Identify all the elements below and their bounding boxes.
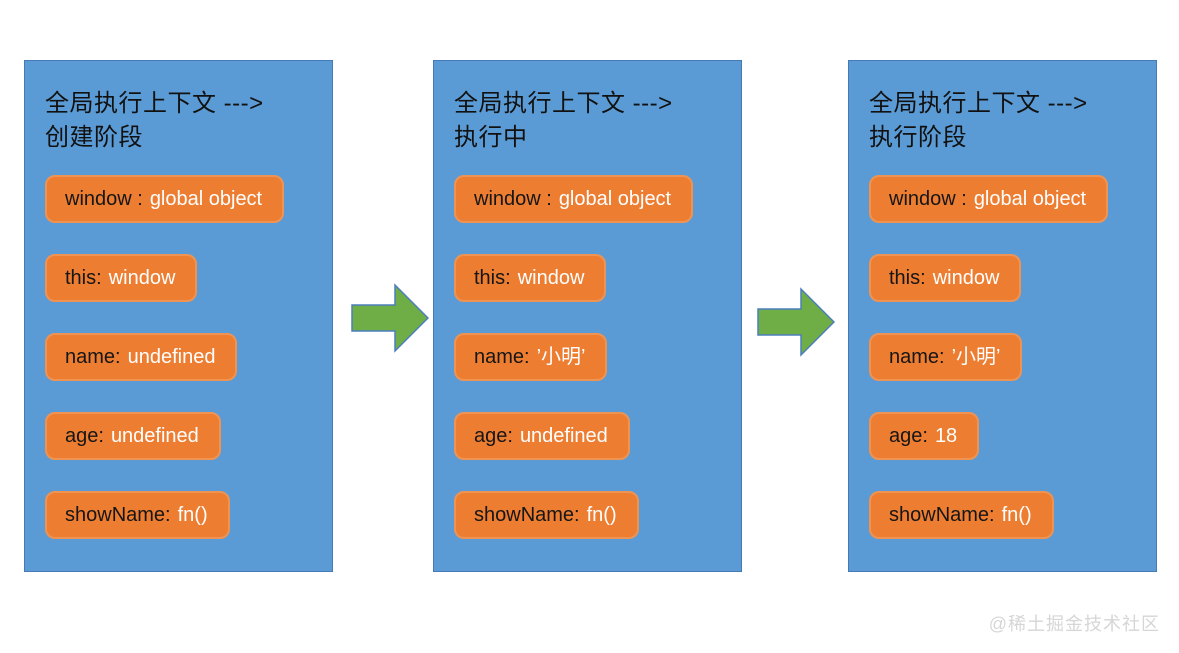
var-box-this: this: window	[454, 254, 607, 302]
var-value: undefined	[127, 346, 216, 368]
panel-execution-phase: 全局执行上下文 ---> 执行阶段 window : global object …	[848, 60, 1157, 572]
watermark: @稀土掘金技术社区	[988, 614, 1160, 634]
var-value: global object	[149, 188, 263, 210]
var-value: fn()	[177, 504, 208, 526]
panel-title-line2: 执行阶段	[869, 124, 967, 151]
var-label: name:	[889, 346, 945, 368]
var-value: undefined	[110, 425, 199, 447]
var-box-age: age: undefined	[45, 412, 221, 460]
var-value: ’小明’	[536, 346, 586, 368]
var-box-this: this: window	[45, 254, 198, 302]
var-box-age: age: 18	[869, 412, 980, 460]
panel-title: 全局执行上下文 ---> 创建阶段	[45, 87, 314, 155]
var-label: window :	[65, 188, 143, 210]
var-value: fn()	[586, 504, 617, 526]
var-value: fn()	[1001, 504, 1032, 526]
panel-title: 全局执行上下文 ---> 执行阶段	[869, 87, 1138, 155]
var-label: window :	[474, 188, 552, 210]
var-value: window	[108, 267, 176, 289]
variable-box-list: window : global object this: window name: ’…	[869, 175, 1138, 539]
panel-title-line2: 执行中	[454, 124, 528, 151]
panel-title: 全局执行上下文 ---> 执行中	[454, 87, 723, 155]
var-label: age:	[474, 425, 513, 447]
var-value: ’小明’	[951, 346, 1001, 368]
panel-creation-phase: 全局执行上下文 ---> 创建阶段 window : global object …	[24, 60, 333, 572]
var-value: window	[517, 267, 585, 289]
variable-box-list: window : global object this: window name: ’…	[454, 175, 723, 539]
var-box-name: name: ’小明’	[454, 333, 608, 381]
var-value: global object	[973, 188, 1087, 210]
var-box-showname: showName: fn()	[869, 491, 1054, 539]
var-value: 18	[934, 425, 958, 447]
var-label: showName:	[474, 504, 580, 526]
var-box-name: name: ’小明’	[869, 333, 1023, 381]
var-box-window: window : global object	[869, 175, 1109, 223]
var-box-this: this: window	[869, 254, 1022, 302]
arrow-right-icon	[757, 287, 835, 357]
var-box-showname: showName: fn()	[454, 491, 639, 539]
var-label: window :	[889, 188, 967, 210]
var-box-window: window : global object	[45, 175, 285, 223]
arrow-right-icon	[351, 283, 429, 353]
var-label: age:	[889, 425, 928, 447]
var-box-name: name: undefined	[45, 333, 238, 381]
var-label: name:	[65, 346, 121, 368]
var-value: window	[932, 267, 1000, 289]
var-box-age: age: undefined	[454, 412, 630, 460]
var-value: global object	[558, 188, 672, 210]
var-box-showname: showName: fn()	[45, 491, 230, 539]
var-box-window: window : global object	[454, 175, 694, 223]
var-value: undefined	[519, 425, 608, 447]
var-label: age:	[65, 425, 104, 447]
var-label: this:	[474, 267, 511, 289]
variable-box-list: window : global object this: window name: u…	[45, 175, 314, 539]
var-label: showName:	[889, 504, 995, 526]
var-label: this:	[65, 267, 102, 289]
var-label: name:	[474, 346, 530, 368]
panel-title-line1: 全局执行上下文 --->	[454, 90, 673, 117]
panel-executing: 全局执行上下文 ---> 执行中 window : global object t…	[433, 60, 742, 572]
panel-title-line1: 全局执行上下文 --->	[869, 90, 1088, 117]
var-label: showName:	[65, 504, 171, 526]
panel-title-line1: 全局执行上下文 --->	[45, 90, 264, 117]
var-label: this:	[889, 267, 926, 289]
panel-title-line2: 创建阶段	[45, 124, 143, 151]
